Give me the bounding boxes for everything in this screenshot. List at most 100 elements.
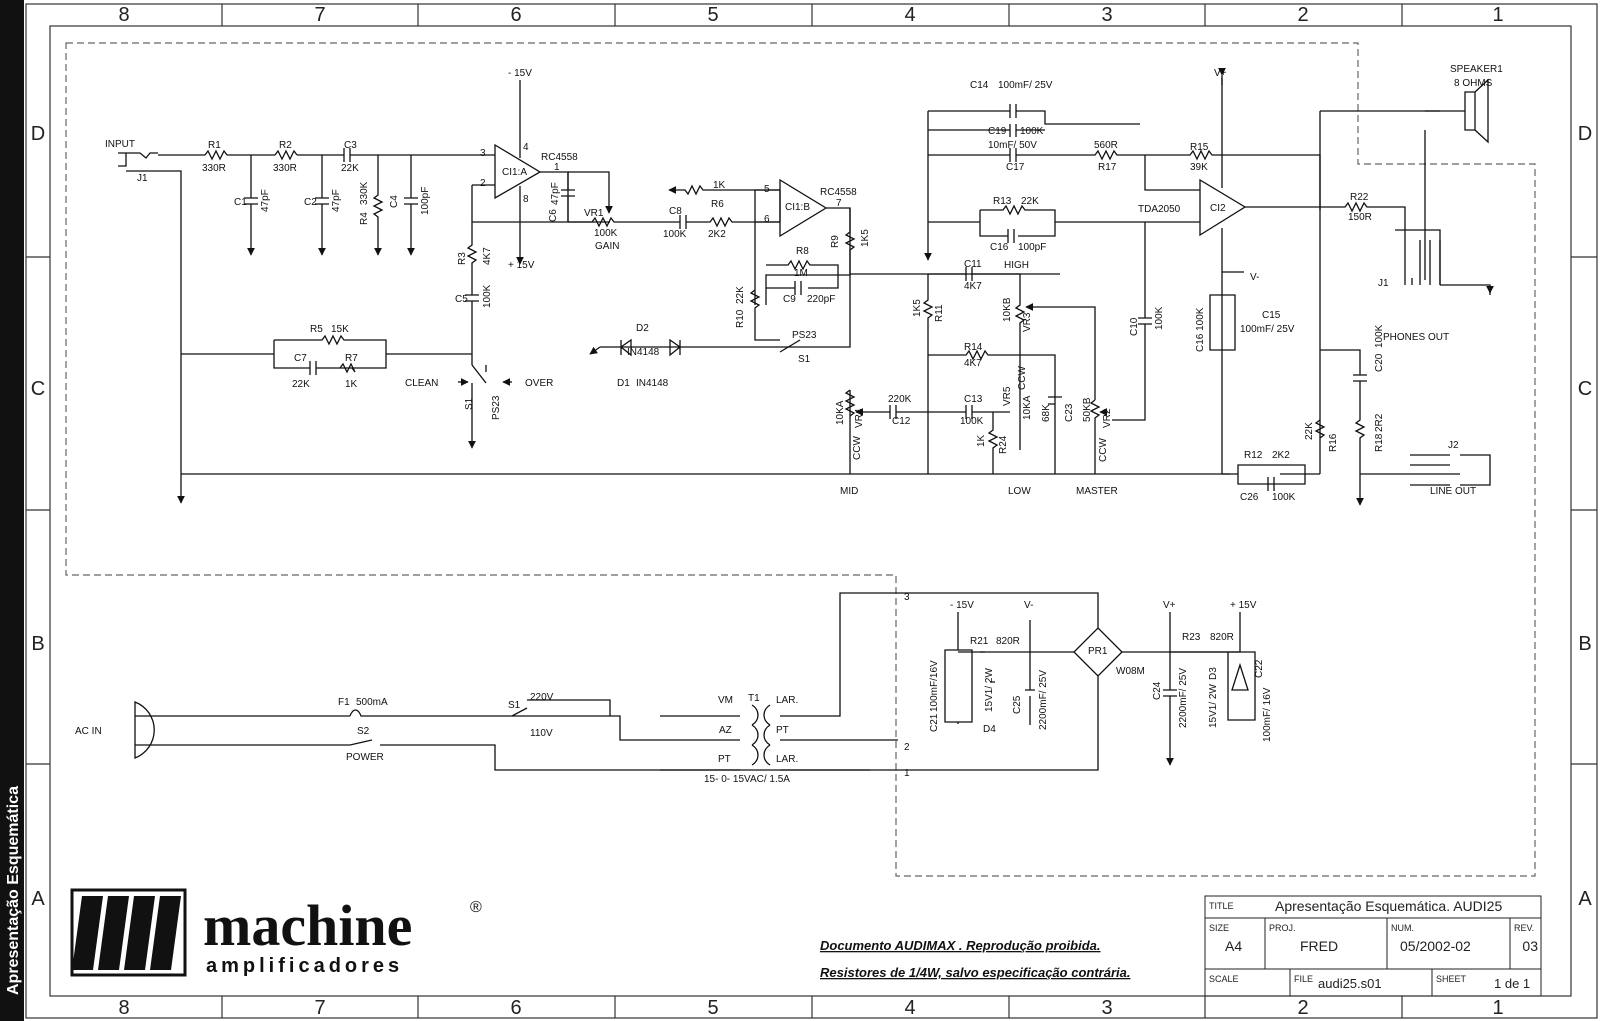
label-high: HIGH xyxy=(1004,260,1029,271)
label-vplus2: V+ xyxy=(1163,600,1176,611)
label-r6: R6 xyxy=(711,199,724,210)
zone-col-label: 8 xyxy=(118,4,129,26)
label-c19v: 100K xyxy=(1020,126,1044,137)
zone-col-label: 5 xyxy=(707,4,718,26)
zone-col-label: 3 xyxy=(1101,4,1112,26)
label-d3v: 15V1/ 2W xyxy=(1208,684,1219,728)
label-r14: R14 xyxy=(964,342,983,353)
label-v220: 220V xyxy=(530,692,554,703)
label-c20: C20 xyxy=(1374,353,1385,372)
label-pin3: 3 xyxy=(480,148,486,159)
label-r18v: 2R2 xyxy=(1374,413,1385,432)
tb-file: audi25.s01 xyxy=(1318,976,1382,991)
label-c17v: 10mF/ 50V xyxy=(988,140,1037,151)
label-v110: 110V xyxy=(530,728,553,739)
zone-row-label: A xyxy=(1578,888,1592,910)
label-c20v: 100K xyxy=(1374,324,1385,348)
component-labels: INPUT J1 R1 330R R2 330R C3 22K C1 47pF … xyxy=(75,64,1503,785)
label-c21v: 100mF/16V xyxy=(929,660,940,712)
label-c68k: 68K xyxy=(1041,404,1052,422)
label-n3: 3 xyxy=(904,592,910,603)
label-r3v: 4K7 xyxy=(482,247,493,265)
label-d1: D1 xyxy=(617,378,630,389)
label-r16: R16 xyxy=(1328,433,1339,452)
label-c5: C5 xyxy=(455,294,468,305)
zone-col-label: 6 xyxy=(510,4,521,26)
label-j1: J1 xyxy=(137,173,148,184)
label-pt2: PT xyxy=(776,725,789,736)
label-ci1a: CI1:A xyxy=(502,167,527,178)
label-c21: C21 xyxy=(929,713,940,732)
label-r7: R7 xyxy=(345,353,358,364)
label-r3: R3 xyxy=(457,252,468,265)
label-c6v: 47pF xyxy=(550,182,561,205)
label-c17: C17 xyxy=(1006,162,1025,173)
label-r17v: 560R xyxy=(1094,140,1118,151)
label-c3: C3 xyxy=(344,140,357,151)
label-vr3v: 10KB xyxy=(1002,297,1013,322)
label-c12v: 220K xyxy=(888,394,912,405)
zone-row-label: B xyxy=(1578,633,1591,655)
label-c7: C7 xyxy=(294,353,307,364)
label-c2: C2 xyxy=(304,197,317,208)
label-c23: C23 xyxy=(1064,403,1075,422)
label-r6v1: 1K xyxy=(713,180,726,191)
label-d2v: IN4148 xyxy=(627,347,660,358)
label-rc4558b: RC4558 xyxy=(820,187,857,198)
tb-title: Apresentação Esquemática. AUDI25 xyxy=(1275,898,1502,914)
label-pin2: 2 xyxy=(480,178,486,189)
label-r23v: 820R xyxy=(1210,632,1234,643)
label-f1v: 500mA xyxy=(356,697,388,708)
zone-dividers xyxy=(26,4,1597,1018)
label-pin1: 1 xyxy=(554,162,560,173)
label-ccw-master: CCW xyxy=(1098,438,1109,462)
zone-col-label: 2 xyxy=(1297,4,1308,26)
label-ps23: PS23 xyxy=(792,330,817,341)
label-r2v: 330R xyxy=(273,163,297,174)
tb-size: A4 xyxy=(1225,938,1242,954)
label-c22: C22 xyxy=(1254,659,1265,678)
label-pin4: 4 xyxy=(523,142,529,153)
label-c8: C8 xyxy=(669,206,682,217)
label-r9v: 1K5 xyxy=(860,229,871,247)
label-power: POWER xyxy=(346,752,384,763)
label-r11: R11 xyxy=(934,304,945,322)
label-pin6: 6 xyxy=(764,214,770,225)
note-resistors: Resistores de 1/4W, salvo especificação … xyxy=(820,965,1130,980)
label-c9v: 220pF xyxy=(807,294,835,305)
tb-num-label: NUM. xyxy=(1391,923,1414,933)
tb-size-label: SIZE xyxy=(1209,923,1229,933)
zone-col-label: 8 xyxy=(118,997,129,1019)
label-c5v: 100K xyxy=(482,284,493,308)
label-r2: R2 xyxy=(279,140,292,151)
label-c19: C19 xyxy=(988,126,1007,137)
label-r15: R15 xyxy=(1190,142,1209,153)
label-c10: C10 xyxy=(1129,317,1140,336)
label-vminus: V- xyxy=(1250,272,1259,283)
label-r13v: 22K xyxy=(1021,196,1039,207)
label-s2: S2 xyxy=(357,726,370,737)
label-r5v: 15K xyxy=(331,324,349,335)
label-c15: C15 xyxy=(1262,310,1281,321)
label-speaker: SPEAKER1 xyxy=(1450,64,1503,75)
label-r9: R9 xyxy=(830,235,841,248)
label-r11v: 1K5 xyxy=(912,299,923,317)
zone-col-label: 1 xyxy=(1492,997,1503,1019)
label-ci1b: CI1:B xyxy=(785,202,810,213)
side-strip xyxy=(0,0,24,1021)
label-pt: PT xyxy=(718,754,731,765)
tb-proj-label: PROJ. xyxy=(1269,923,1296,933)
label-m15a: - 15V xyxy=(508,68,532,79)
label-phones: PHONES OUT xyxy=(1383,332,1449,343)
label-over: OVER xyxy=(525,378,553,389)
label-c13: C13 xyxy=(964,394,983,405)
board-outlines xyxy=(65,42,1536,877)
label-c16b: C16 100K xyxy=(1195,307,1206,352)
label-j1b: J1 xyxy=(1378,278,1389,289)
label-acin: AC IN xyxy=(75,726,102,737)
label-c1: C1 xyxy=(234,197,247,208)
zone-row-label: C xyxy=(1578,378,1592,400)
zone-col-label: 3 xyxy=(1101,997,1112,1019)
label-ps23b: PS23 xyxy=(491,395,502,420)
